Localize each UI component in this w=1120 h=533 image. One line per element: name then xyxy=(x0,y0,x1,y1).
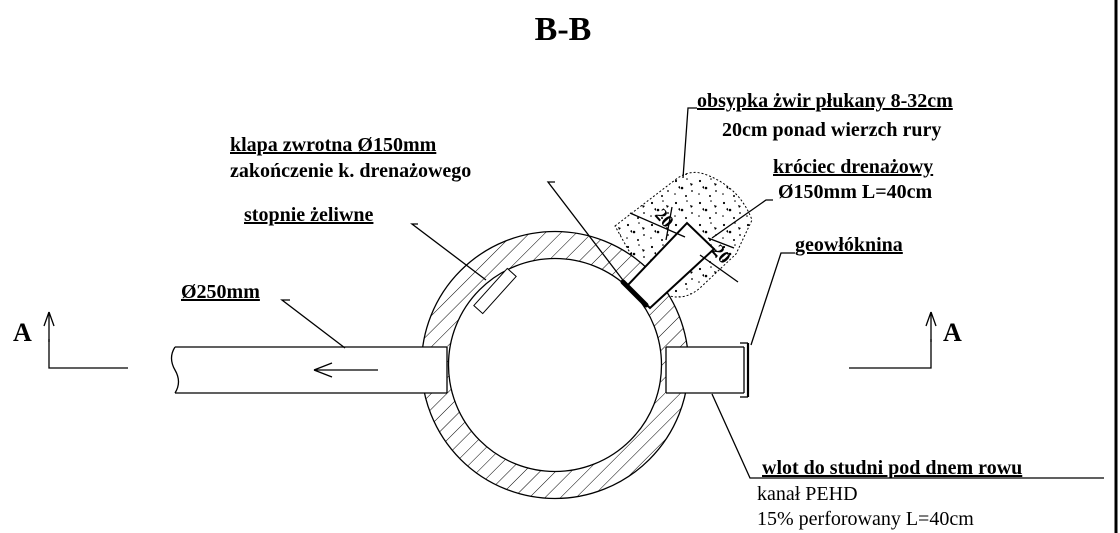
label-gravel-line2: 20cm ponad wierzch rury xyxy=(722,119,941,141)
flow-arrow xyxy=(313,362,378,378)
label-outlet-pipe: Ø250mm xyxy=(181,281,260,303)
label-inlet-line1: wlot do studni pod dnem rowu xyxy=(762,457,1022,479)
label-geotextile: geowłóknina xyxy=(795,234,903,256)
label-inlet-line3: 15% perforowany L=40cm xyxy=(757,508,974,530)
label-stub-line1: króciec drenażowy xyxy=(773,156,933,178)
section-mark-left-label: A xyxy=(13,318,32,347)
section-mark-right-label: A xyxy=(943,318,962,347)
section-mark-right xyxy=(849,311,937,369)
cast-iron-step xyxy=(473,267,517,315)
label-stub-line2: Ø150mm L=40cm xyxy=(778,181,932,203)
label-gravel-line1: obsypka żwir płukany 8-32cm xyxy=(697,90,953,112)
label-inlet-line2: kanał PEHD xyxy=(757,483,858,505)
section-title: B-B xyxy=(535,11,592,48)
label-flap-line2: zakończenie k. drenażowego xyxy=(230,160,471,182)
leader-lines xyxy=(280,107,1104,479)
outlet-pipe xyxy=(170,346,448,394)
dimension-marks xyxy=(629,206,739,283)
section-mark-left xyxy=(43,311,128,369)
inlet-pipe xyxy=(665,342,750,398)
label-flap-line1: klapa zwrotna Ø150mm xyxy=(230,134,437,156)
label-steps: stopnie żeliwne xyxy=(244,204,374,226)
